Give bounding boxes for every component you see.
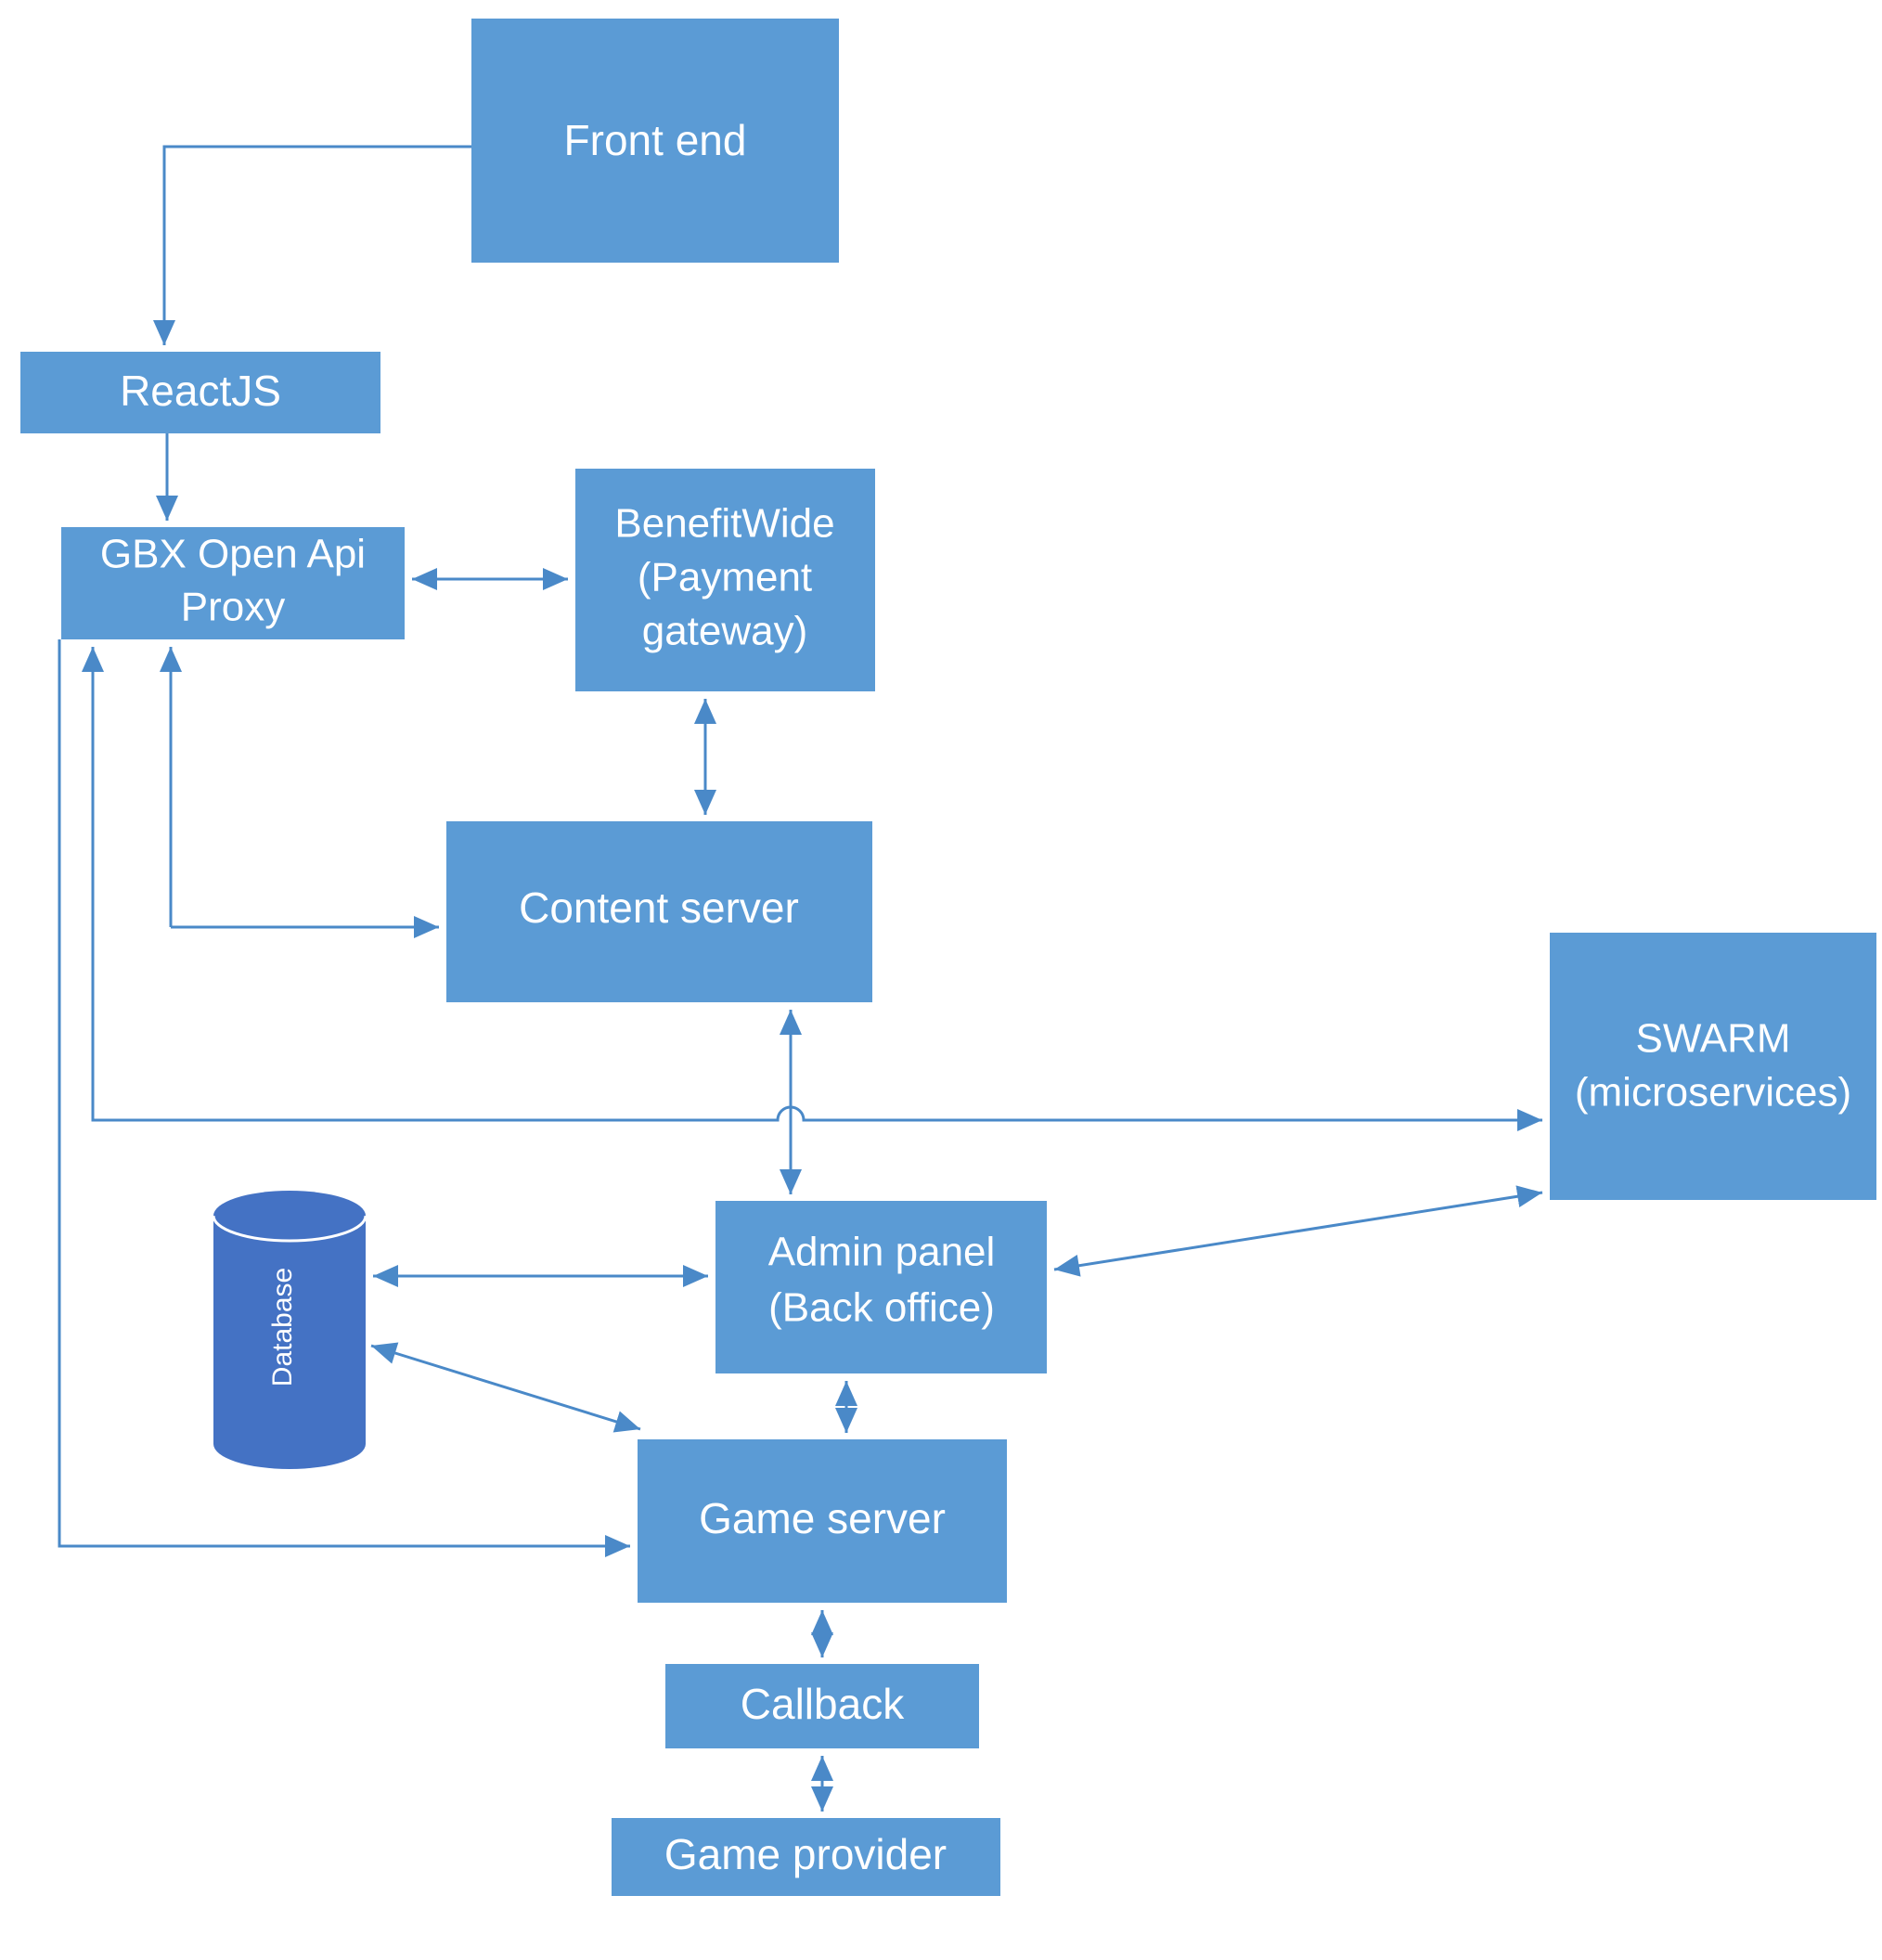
front-end-box[interactable] — [471, 19, 839, 263]
database-cylinder-body[interactable] — [213, 1216, 366, 1469]
node-database[interactable]: Database — [212, 1191, 367, 1469]
swarm-label-line2: (microservices) — [1575, 1070, 1851, 1115]
callback-label: Callback — [741, 1680, 905, 1728]
reactjs-box[interactable] — [20, 352, 380, 433]
benefitwide-box[interactable] — [575, 469, 875, 691]
reactjs-label: ReactJS — [120, 367, 281, 415]
gbx-open-api-proxy-label-line1: GBX Open Api — [100, 532, 366, 577]
node-gbx-open-api-proxy[interactable]: GBX Open Api Proxy — [61, 527, 405, 639]
content-server-box[interactable] — [446, 821, 872, 1002]
callback-box[interactable] — [665, 1664, 979, 1748]
node-game-provider[interactable]: Game provider — [612, 1818, 1000, 1896]
node-reactjs[interactable]: ReactJS — [20, 352, 380, 433]
node-swarm[interactable]: SWARM (microservices) — [1550, 933, 1876, 1200]
game-server-label: Game server — [699, 1494, 946, 1542]
admin-panel-label-line1: Admin panel — [768, 1230, 996, 1275]
admin-panel-box[interactable] — [715, 1201, 1047, 1373]
content-server-label: Content server — [519, 883, 799, 932]
swarm-label-line1: SWARM — [1635, 1016, 1790, 1062]
front-end-label: Front end — [564, 116, 747, 164]
database-cylinder-top — [213, 1191, 366, 1241]
benefitwide-label-line2: (Payment — [638, 555, 812, 600]
game-server-box[interactable] — [638, 1439, 1007, 1603]
node-content-server[interactable]: Content server — [446, 821, 872, 1002]
game-provider-box[interactable] — [612, 1818, 1000, 1896]
edge-database-to-game-server — [370, 1342, 641, 1433]
node-benefitwide[interactable]: BenefitWide (Payment gateway) — [575, 469, 875, 691]
edge-front-end-to-reactjs — [153, 145, 471, 345]
node-admin-panel[interactable]: Admin panel (Back office) — [715, 1201, 1047, 1373]
benefitwide-label-line1: BenefitWide — [614, 501, 834, 547]
gbx-open-api-proxy-label-line2: Proxy — [181, 585, 285, 630]
node-front-end[interactable]: Front end — [471, 19, 839, 263]
node-game-server[interactable]: Game server — [638, 1439, 1007, 1603]
edge-proxy-to-game-server — [58, 639, 630, 1557]
benefitwide-label-line3: gateway) — [642, 609, 808, 654]
edge-admin-panel-to-swarm — [1053, 1185, 1543, 1277]
database-cylinder-rim — [212, 1215, 367, 1243]
game-provider-label: Game provider — [664, 1830, 947, 1878]
database-label: Database — [267, 1268, 298, 1386]
swarm-box[interactable] — [1550, 933, 1876, 1200]
gbx-open-api-proxy-box[interactable] — [61, 527, 405, 639]
admin-panel-label-line2: (Back office) — [768, 1285, 995, 1331]
node-callback[interactable]: Callback — [665, 1664, 979, 1748]
